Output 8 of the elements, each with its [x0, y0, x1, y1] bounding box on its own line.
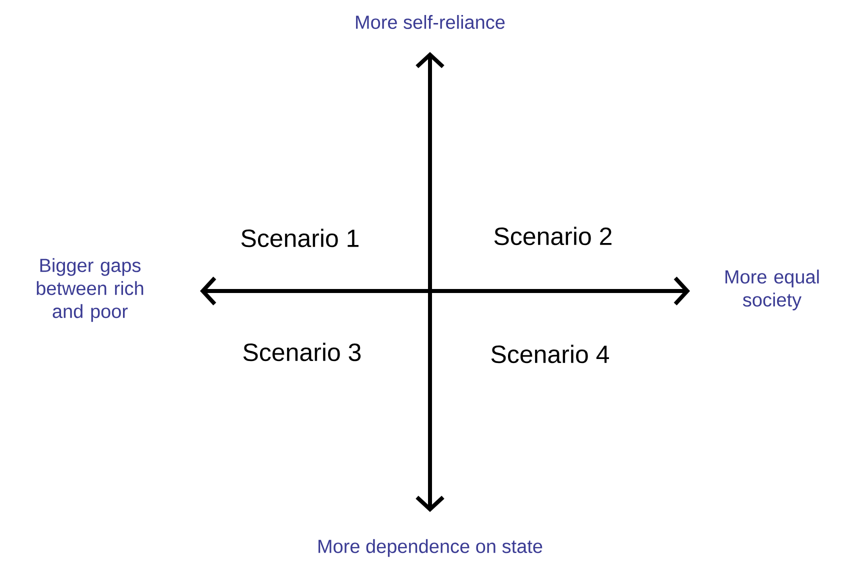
axis-label: More self-reliance [356, 15, 505, 29]
axis-label: More dependence on state [318, 539, 542, 557]
scenario-label: Scenario 2 [494, 226, 612, 246]
scenario-label: Scenario 3 [243, 342, 361, 362]
scenario-label: Scenario 1 [241, 228, 358, 248]
axis-label: Bigger gaps between rich and poor [36, 258, 144, 322]
scenario-label: Scenario 4 [491, 344, 609, 364]
axis-label: More equal society [726, 270, 819, 310]
